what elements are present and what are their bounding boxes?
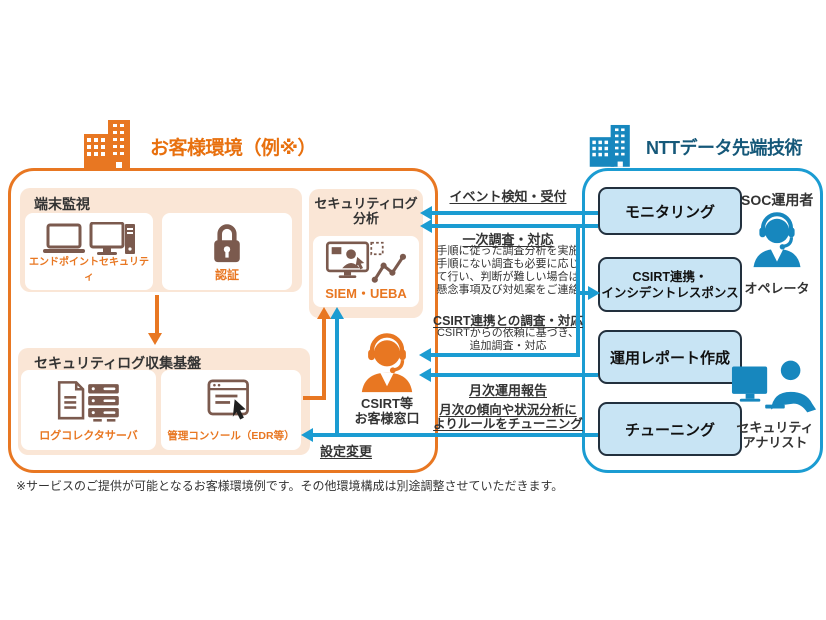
siem-analytics-icon — [320, 241, 412, 290]
soc-operator-label: SOC運用者 — [741, 192, 814, 208]
management-console-label: 管理コンソール（EDR等） — [167, 430, 295, 442]
csirt-contact-label: CSIRT等 お客様窓口 — [354, 396, 420, 426]
footnote: ※サービスのご提供が可能となるお客様環境例です。その他環境構成は別途調整させてい… — [16, 479, 564, 493]
customer-environment-title: お客様環境（例※） — [150, 138, 316, 159]
log-collection-label: セキュリティログ収集基盤 — [34, 355, 202, 371]
arrow-logs-to-siem-head — [317, 307, 331, 319]
flow-primary-investigation-label: 一次調査・対応 — [462, 232, 554, 247]
flow-monthly-report-label: 月次運用報告 — [468, 383, 547, 398]
arrow-terminal-to-collection-head — [148, 333, 162, 345]
arrow-primary-line — [432, 224, 598, 228]
arrow-event-detection-line — [432, 211, 598, 215]
arrow-logs-to-siem-hline — [303, 396, 326, 400]
flow-event-detection-label: イベント検知・受付 — [449, 189, 567, 204]
ntt-title: NTTデータ先端技術 — [646, 138, 803, 158]
report-box: 運用レポート作成 — [598, 330, 742, 384]
terminal-monitoring-label: 端末監視 — [34, 196, 90, 212]
log-collector-label: ログコレクタサーバ — [39, 430, 138, 442]
log-collector-card: ログコレクタサーバ — [21, 370, 156, 450]
log-analysis-title: セキュリティログ 分析 — [314, 196, 418, 226]
flow-csirt-cooperation-label: CSIRT連携との調査・対応 — [433, 314, 583, 328]
arrow-csirt-cooperation-line — [431, 353, 580, 357]
security-analyst-label: セキュリティ アナリスト — [736, 420, 814, 450]
arrow-escalation-vline — [576, 224, 580, 357]
flow-csirt-desc-1: CSIRTからの依頼に基づき、 — [436, 327, 580, 339]
flow-csirt-desc-2: 追加調査・対応 — [469, 340, 547, 352]
flow-primary-desc-2: 手順にない調査も必要に応じ — [436, 258, 580, 270]
endpoint-devices-icon — [43, 221, 135, 267]
csirt-contact-person-icon — [356, 332, 418, 399]
management-console-card: 管理コンソール（EDR等） — [161, 370, 301, 450]
siem-ueba-label: SIEM・UEBA — [325, 286, 407, 301]
arrow-terminal-to-collection-line — [155, 295, 159, 333]
arrow-tuning-to-siem-head — [330, 307, 344, 319]
endpoint-security-label: エンドポイントセキュリティ — [29, 257, 149, 283]
siem-card: SIEM・UEBA — [313, 236, 419, 307]
ntt-building-icon — [588, 122, 642, 173]
security-analyst-icon — [730, 358, 818, 421]
arrow-event-detection-head — [420, 206, 432, 220]
arrow-to-csirt-box-line — [580, 291, 588, 295]
console-window-icon — [206, 379, 256, 430]
arrow-to-csirt-box-head — [588, 286, 600, 300]
arrow-primary-head — [420, 219, 432, 233]
lock-icon — [210, 222, 244, 269]
flow-primary-desc-1: 手順に従った調査分析を実施 — [436, 245, 580, 257]
arrow-config-change-head — [301, 428, 313, 442]
arrow-csirt-cooperation-head — [419, 348, 431, 362]
arrow-config-change-line — [313, 433, 598, 437]
arrow-tuning-to-siem-vline — [335, 318, 339, 433]
flow-tuning-desc-2: よりルールをチューニング — [433, 417, 583, 431]
csirt-response-box: CSIRT連携・ インシデントレスポンス — [598, 257, 742, 312]
authentication-card: 認証 — [162, 213, 292, 290]
flow-primary-desc-3: て行い、判断が難しい場合は — [436, 271, 580, 283]
arrow-monthly-report-head — [419, 368, 431, 382]
operator-person-icon — [749, 210, 805, 275]
flow-tuning-desc-1: 月次の傾向や状況分析に — [439, 403, 577, 417]
authentication-label: 認証 — [214, 268, 239, 282]
arrow-logs-to-siem-vline — [322, 318, 326, 400]
customer-building-icon — [82, 118, 144, 173]
operator-label: オペレータ — [744, 281, 810, 296]
flow-primary-desc-4: 懸念事項及び対処案をご連絡 — [436, 284, 580, 296]
endpoint-security-card: エンドポイントセキュリティ — [25, 213, 153, 290]
arrow-monthly-report-line — [431, 373, 598, 377]
tuning-box: チューニング — [598, 402, 742, 456]
log-server-icon — [50, 379, 128, 430]
monitoring-box: モニタリング — [598, 187, 742, 235]
flow-config-change-label: 設定変更 — [320, 444, 373, 459]
